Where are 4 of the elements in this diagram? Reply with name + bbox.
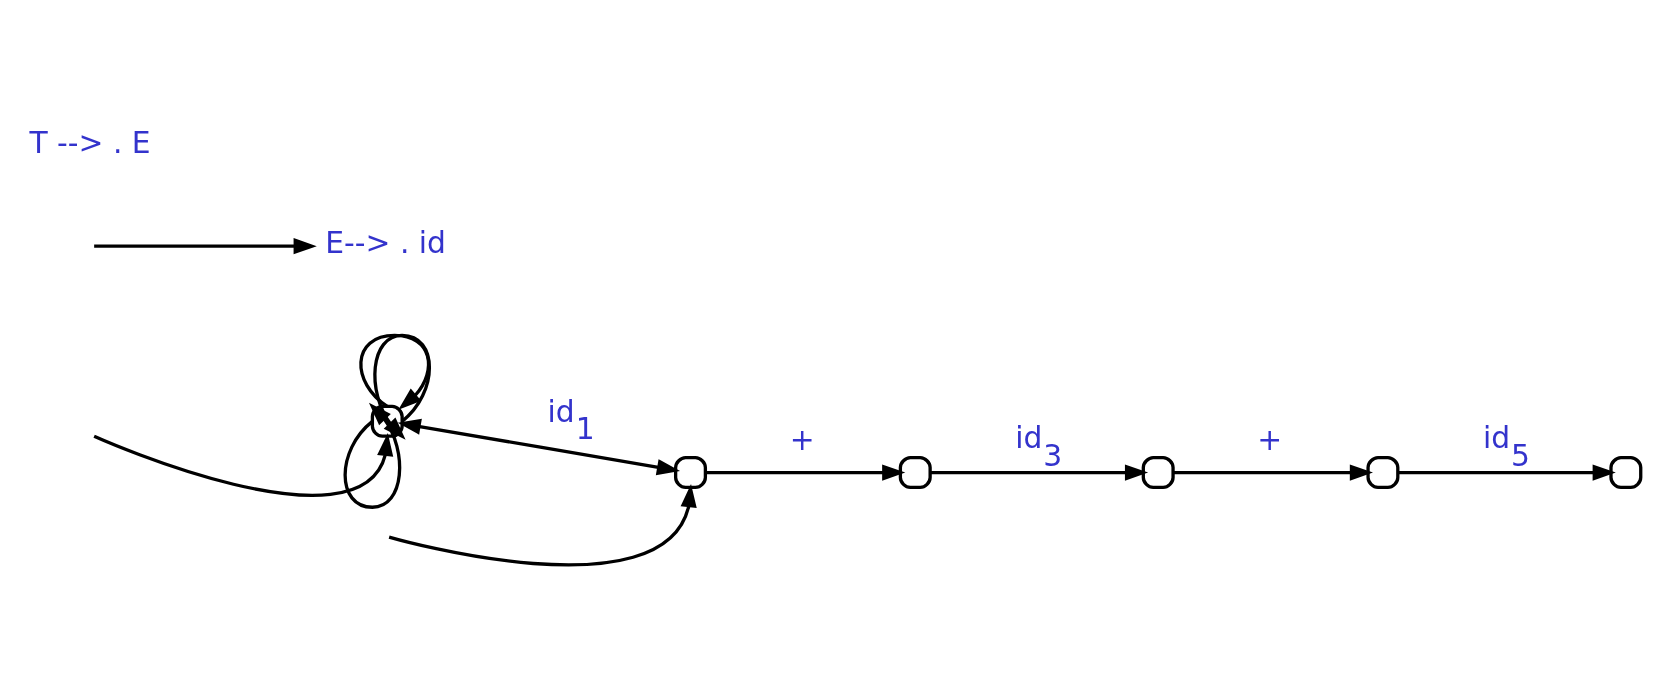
node-text: E--> . id xyxy=(325,225,446,261)
edge-label: + xyxy=(789,422,815,458)
edge-label: + xyxy=(1257,422,1283,458)
label: T --> . E xyxy=(29,124,151,160)
